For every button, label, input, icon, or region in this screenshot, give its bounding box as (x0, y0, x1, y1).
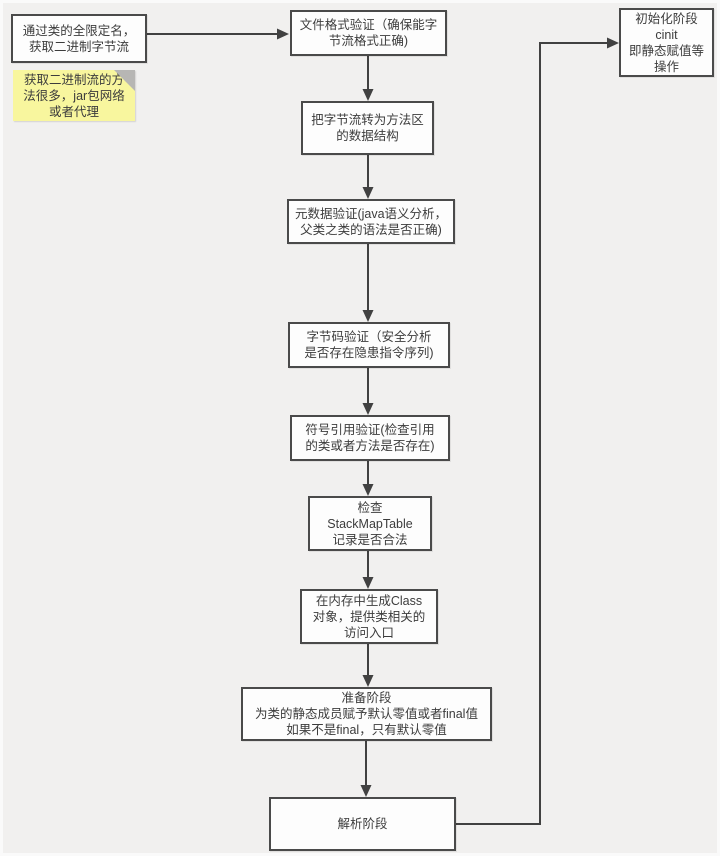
node-load-binary-stream: 通过类的全限定名， 获取二进制字节流 (11, 14, 147, 63)
arrowhead-8 (360, 785, 372, 797)
arrowhead-2 (362, 187, 374, 199)
node-resolve-phase: 解析阶段 (269, 797, 456, 851)
arrowhead-6 (362, 577, 374, 589)
node-bytecode-validation: 字节码验证（安全分析 是否存在隐患指令序列) (288, 322, 450, 368)
arrowhead-3 (362, 310, 374, 322)
node-stackmaptable-check: 检查 StackMapTable 记录是否合法 (308, 496, 432, 551)
node-bytestream-to-method-area: 把字节流转为方法区 的数据结构 (301, 101, 434, 155)
arrowhead-resolve-to-init (607, 37, 619, 49)
node-initialization-phase: 初始化阶段 cinit 即静态赋值等 操作 (619, 8, 714, 77)
arrowhead-load-to-fileformat (277, 28, 289, 40)
node-metadata-validation: 元数据验证(java语义分析， 父类之类的语法是否正确) (287, 199, 455, 244)
arrowhead-4 (362, 403, 374, 415)
arrowhead-5 (362, 484, 374, 496)
node-symbolic-reference-validation: 符号引用验证(检查引用 的类或者方法是否存在) (290, 415, 450, 461)
arrowhead-7 (362, 675, 374, 687)
node-file-format-validation: 文件格式验证（确保能字 节流格式正确) (290, 10, 447, 56)
note-fold-corner-icon (114, 70, 135, 91)
node-prepare-phase: 准备阶段 为类的静态成员赋予默认零值或者final值 如果不是final，只有默… (241, 687, 492, 741)
sticky-note: 获取二进制流的方 法很多，jar包网络 或者代理 (13, 70, 135, 121)
node-generate-class-object: 在内存中生成Class 对象，提供类相关的 访问入口 (300, 589, 438, 644)
arrowhead-1 (362, 89, 374, 101)
